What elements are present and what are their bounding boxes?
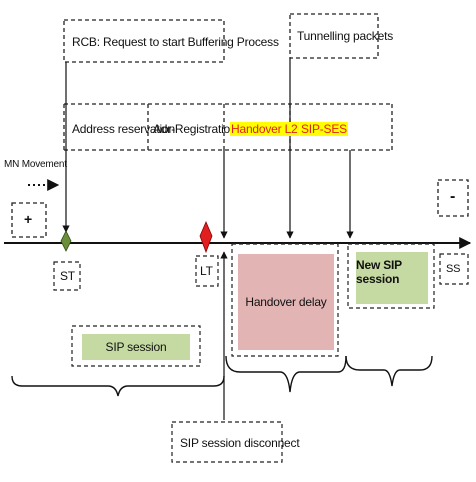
address-reservation-label: Address reservation <box>72 122 175 136</box>
sip-session-box: SIP session <box>82 334 190 360</box>
handover-l2-label: Handover L2 <box>230 122 299 136</box>
brace-sip-session <box>11 375 225 397</box>
brace-new-sip <box>345 355 433 387</box>
lt-marker <box>199 220 213 254</box>
mn-movement-label: MN Movement <box>4 159 67 170</box>
rcb-box <box>63 19 225 63</box>
new-sip-session-label: New SIP session <box>356 258 402 286</box>
sip-session-label: SIP session <box>105 340 167 354</box>
new-sip-session-box: New SIP session <box>356 252 428 304</box>
disconnect-label: SIP session disconnect <box>180 436 300 450</box>
handover-delay-box: Handover delay <box>238 254 334 350</box>
tunnelling-box <box>289 13 379 59</box>
lt-box <box>195 255 219 287</box>
handover-delay-outer <box>231 243 339 357</box>
st-label: ST <box>60 269 75 283</box>
disconnect-box <box>171 421 283 463</box>
tunnelling-label: Tunnelling packets <box>297 29 394 43</box>
plus-sign: + <box>24 211 32 227</box>
sip-session-outer <box>71 325 201 367</box>
st-marker <box>60 230 72 252</box>
handover-delay-label: Handover delay <box>245 295 327 309</box>
brace-handover <box>225 355 347 393</box>
st-box <box>53 261 81 291</box>
adr-registration-label: Adr-Registration <box>153 122 237 136</box>
sip-ses-label: SIP-SES <box>300 122 348 136</box>
plus-box <box>11 202 47 238</box>
rcb-label: RCB: Request to start Buffering Process <box>72 35 279 49</box>
new-sip-outer <box>347 243 435 309</box>
ss-label: SS <box>446 263 461 275</box>
minus-box <box>437 179 469 217</box>
minus-sign: - <box>450 188 456 205</box>
ss-box <box>439 253 469 285</box>
lt-label: LT <box>200 264 213 278</box>
